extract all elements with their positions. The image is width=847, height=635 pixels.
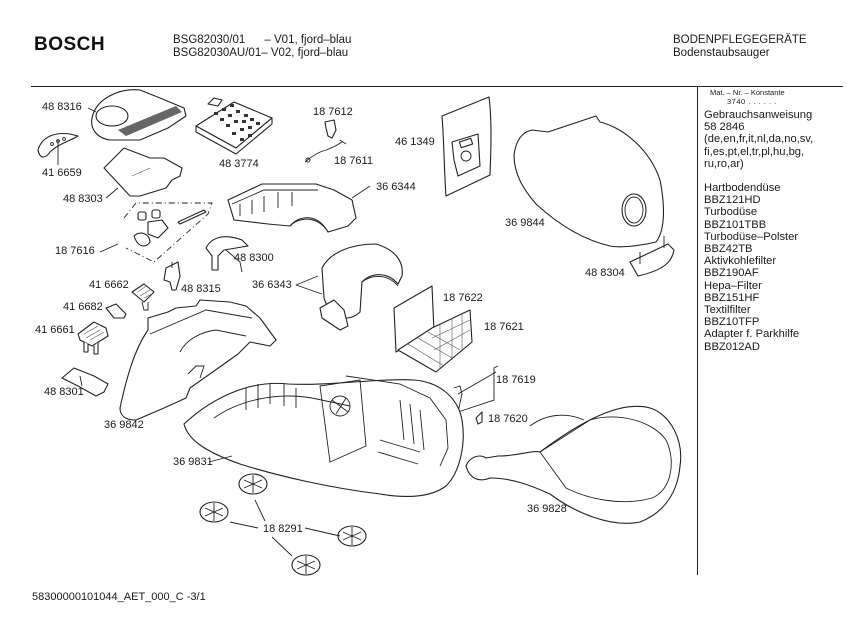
part-base-housing [183,375,464,497]
part-hinge-clip [324,119,337,139]
part-motor-housing-top [227,183,357,233]
part-label: 18 7611 [334,155,373,167]
manual-number: 58 2846 [704,121,745,134]
accessory-code: BBZ42TB [704,243,753,256]
part-motor-shroud [319,243,403,331]
part-label: 36 6344 [376,181,416,193]
part-label: 36 6343 [252,279,292,291]
part-latch [163,261,181,291]
part-grid-foot [77,321,109,355]
header-divider [31,86,843,87]
part-label: 41 6659 [42,167,82,179]
part-label: 36 9831 [173,456,213,468]
part-label: 18 7622 [443,292,483,304]
part-small-clip [475,411,483,425]
part-handle-clip [629,236,675,277]
part-exhaust-filter-grid [397,309,473,373]
part-filter-mat [103,147,183,197]
part-wire-bracket [453,365,499,413]
accessory-name: Turbodüse [704,206,758,219]
category-subtitle: Bodenstaubsauger [673,47,770,59]
part-label: 18 7619 [496,374,536,386]
part-label: 41 6682 [63,301,103,313]
part-label: 36 9842 [104,419,144,431]
part-spring-wire [304,139,347,163]
accessory-name: Turbodüse–Polster [704,230,799,243]
part-label: 48 8301 [44,386,84,398]
part-caster-wheel [238,473,268,495]
brand-logo: BOSCH [34,34,106,55]
sidebar-divider [697,87,698,575]
part-label: 41 6662 [89,279,129,291]
accessory-code: BBZ121HD [704,194,761,207]
part-top-cover-grille [91,89,187,141]
part-label: 18 7620 [488,413,528,425]
accessory-code: BBZ151HF [704,291,760,304]
part-release-lever [205,236,249,273]
part-grid-cap [131,283,155,311]
part-label: 41 6661 [35,324,75,336]
part-label: 48 8316 [42,101,82,113]
part-label: 48 8304 [585,267,625,279]
part-label: 36 9844 [505,217,545,229]
accessory-code: BBZ012AD [704,340,760,353]
part-caster-wheel [337,525,367,547]
accessory-name: Aktivkohlefilter [704,255,777,268]
material-number-value: 3740 . . . . . . [727,97,777,106]
manual-languages-2: fi,es,pt,el,tr,pl,hu,bg, [704,145,805,158]
part-front-grip [61,367,109,397]
part-label: 48 3774 [219,158,259,170]
part-label: 18 7621 [484,321,524,333]
accessory-name: Hartbodendüse [704,182,781,195]
manual-languages-3: ru,ro,ar) [704,157,744,170]
model-list: BSG82030/01 – V01, fjord–blau BSG82030AU… [173,34,351,60]
accessory-code: BBZ101TBB [704,218,767,231]
part-label: 18 7616 [55,245,95,257]
model-line-1: BSG82030/01 – V01, fjord–blau [173,34,352,46]
part-label: 48 8315 [181,283,221,295]
model-line-2: BSG82030AU/01– V02, fjord–blau [173,47,349,59]
category-title: BODENPFLEGEGERÄTE [673,34,807,46]
part-label: 46 1349 [395,136,435,148]
part-top-lid [513,115,664,248]
part-rear-housing [119,299,277,421]
part-small-button [105,303,127,319]
part-label: 18 8291 [263,523,303,535]
manual-languages-1: (de,en,fr,it,nl,da,no,sv, [704,133,814,146]
part-label: 48 8303 [63,193,103,205]
part-dust-bag [441,96,492,197]
sidebar-info-panel: Mat. – Nr. – Konstante 3740 . . . . . . … [704,88,844,353]
part-hepa-filter [195,97,273,155]
part-kit-group [123,202,213,263]
part-caster-wheel [291,554,321,576]
product-category: BODENPFLEGEGERÄTE Bodenstaubsauger [673,34,807,60]
manual-title: Gebrauchsanweisung [704,109,813,121]
accessory-name: Hepa–Filter [704,279,762,292]
part-caster-wheel [199,501,229,523]
part-label: 48 8300 [234,252,274,264]
part-label: 36 9828 [527,503,567,515]
part-label: 18 7612 [313,106,353,118]
manual-block: Gebrauchsanweisung 58 2846 (de,en,fr,it,… [704,109,844,353]
accessory-code: BBZ190AF [704,267,759,280]
document-id: 58300000101044_AET_000_C -3/1 [32,591,206,603]
accessory-code: BBZ10TFP [704,316,760,329]
accessory-name: Textilfilter [704,304,751,317]
part-bottom-frame [465,405,682,524]
material-number-label: Mat. – Nr. – Konstante [710,88,785,97]
accessory-name: Adapter f. Parkhilfe [704,328,800,341]
